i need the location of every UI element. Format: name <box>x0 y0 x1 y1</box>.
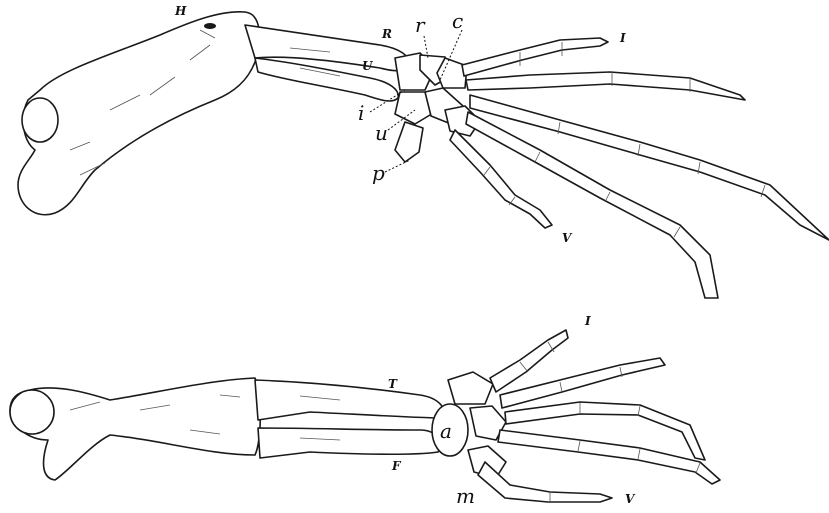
humerus-head <box>22 98 58 142</box>
humerus-foramen <box>204 23 216 29</box>
label-intermedium: i <box>358 101 364 125</box>
label-centrale: c <box>452 9 463 33</box>
label-radiale: r <box>415 13 426 37</box>
fibula-bone <box>258 428 440 458</box>
femur-head <box>10 390 54 434</box>
label-metatarsal: m <box>456 484 475 508</box>
label-digit-five-lower: V <box>625 492 636 506</box>
femur-bone <box>10 378 260 480</box>
label-fibula: F <box>391 459 402 473</box>
label-digit-five-upper: V <box>562 231 573 245</box>
label-ulnare: u <box>375 121 388 145</box>
forelimb-digits <box>450 38 829 298</box>
label-ulna: U <box>362 59 374 73</box>
label-humerus: H <box>174 4 187 18</box>
label-radius: R <box>381 27 392 41</box>
label-tibia: T <box>388 377 398 391</box>
label-astragalus: a <box>440 419 452 443</box>
forelimb-skeleton: H R U r c i u p I V <box>18 4 829 298</box>
label-digit-one-lower: I <box>584 314 591 328</box>
tibia-bone <box>255 380 444 420</box>
hindlimb-skeleton: T F a m I V <box>10 314 720 508</box>
label-pisiform: p <box>372 161 385 185</box>
hindlimb-digits <box>478 330 720 502</box>
label-digit-one-upper: I <box>619 31 626 45</box>
